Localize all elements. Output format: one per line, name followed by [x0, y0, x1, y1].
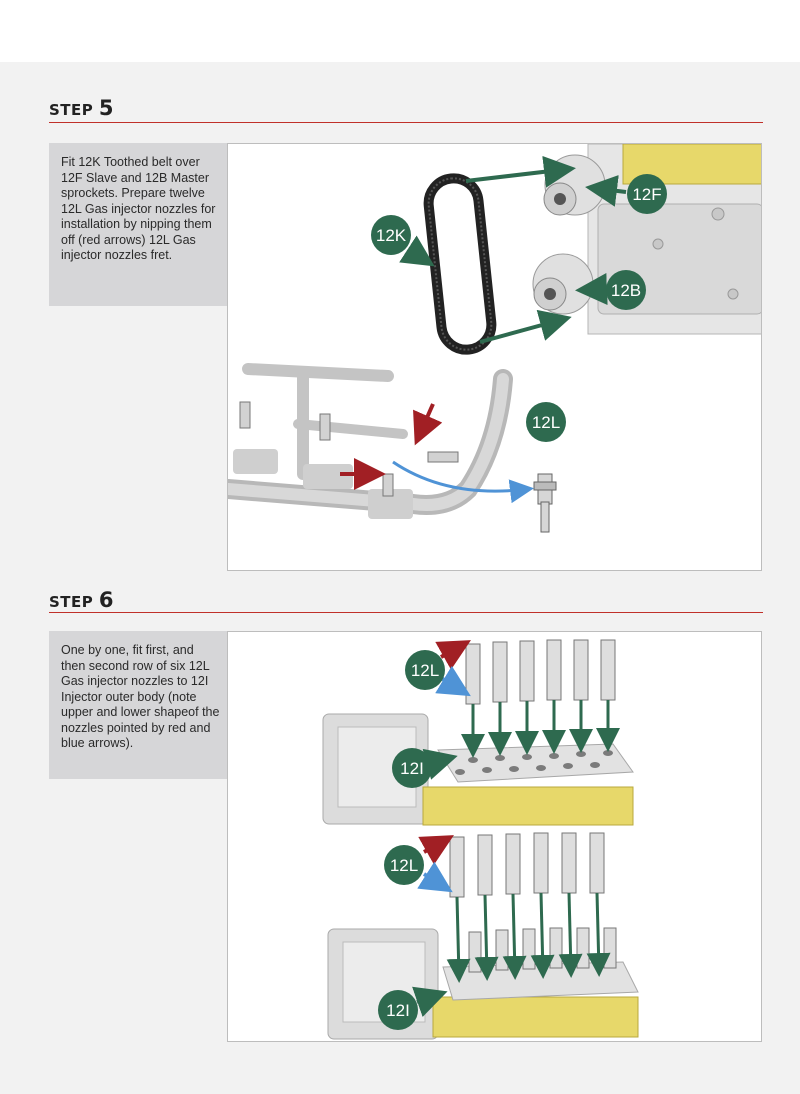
red-top-arrow	[435, 640, 471, 670]
svg-text:12K: 12K	[376, 226, 407, 245]
insert-arrows-lower	[446, 892, 611, 983]
callout-12l-lower: 12L	[384, 845, 424, 885]
fret-tab	[368, 489, 413, 519]
svg-text:12L: 12L	[411, 661, 439, 680]
blue-bottom-arrow	[417, 861, 453, 893]
step-6-instructions: One by one, fit first, and then second r…	[49, 631, 229, 779]
step-number: 5	[98, 96, 114, 120]
step-6-rule	[49, 612, 763, 613]
callout-12b: 12B	[606, 270, 646, 310]
svg-text:12I: 12I	[400, 759, 424, 778]
step-word: STEP	[49, 101, 94, 119]
top-white-band	[0, 0, 800, 62]
step-6-illustration: 12L 12I 12L 12I	[227, 631, 762, 1042]
12i-pointer	[412, 986, 448, 1017]
master-sprocket	[532, 253, 594, 315]
belt-to-slave-arrow	[465, 155, 576, 188]
red-top-arrow	[418, 835, 454, 865]
step-5-rule	[49, 122, 763, 123]
blue-bottom-arrow	[435, 665, 471, 697]
12f-pointer	[585, 175, 627, 207]
12b-pointer	[575, 273, 609, 306]
step-5-heading: STEP 5	[49, 96, 113, 120]
engine-block-lower	[327, 928, 639, 1040]
step-5-illustration: 12F 12K 12B 12L	[227, 143, 762, 571]
step-number: 6	[98, 588, 114, 612]
callout-12k: 12K	[371, 215, 411, 255]
slave-sprocket	[543, 154, 606, 216]
toothed-belt	[423, 173, 497, 355]
fret-tab	[233, 449, 278, 474]
callout-12l-upper: 12L	[405, 650, 445, 690]
callout-12l: 12L	[526, 402, 566, 442]
nozzle-row-lower	[449, 832, 605, 898]
callout-12f: 12F	[627, 174, 667, 214]
callout-12i-upper: 12I	[392, 748, 432, 788]
step-6-diagram: 12L 12I 12L 12I	[322, 639, 639, 1040]
12i-pointer	[422, 748, 458, 780]
svg-text:12F: 12F	[632, 185, 661, 204]
svg-text:12L: 12L	[390, 856, 418, 875]
nozzle-row-upper	[465, 639, 616, 705]
insert-arrows-upper	[461, 700, 620, 758]
step-word: STEP	[49, 593, 94, 611]
blue-path-arrow	[392, 460, 534, 504]
red-cut-arrow	[413, 403, 443, 446]
loose-nozzle	[533, 473, 557, 533]
step-5-instructions: Fit 12K Toothed belt over 12F Slave and …	[49, 143, 229, 306]
12k-pointer	[399, 235, 435, 267]
engine-block-upper	[322, 713, 634, 826]
fret-tab	[303, 464, 353, 489]
callout-12i-lower: 12I	[378, 990, 418, 1030]
step-5-diagram: 12F 12K 12B 12L	[228, 144, 761, 533]
belt-to-master-arrow	[479, 309, 572, 344]
step-6-heading: STEP 6	[49, 588, 113, 612]
svg-text:12L: 12L	[532, 413, 560, 432]
svg-text:12B: 12B	[611, 281, 641, 300]
nozzle-fret	[228, 363, 513, 515]
svg-text:12I: 12I	[386, 1001, 410, 1020]
